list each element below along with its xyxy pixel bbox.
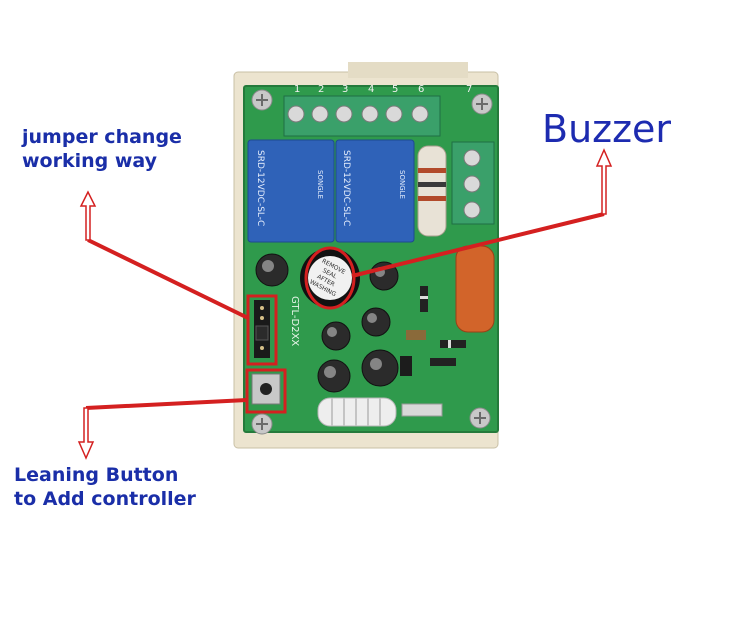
antenna-coil xyxy=(317,397,443,427)
terminal-number: 3 xyxy=(342,84,348,95)
relay-model: SRD-12VDC-SL-C xyxy=(341,150,351,226)
film-capacitor xyxy=(455,245,495,333)
small-components xyxy=(400,286,466,376)
terminal-number: 1 xyxy=(294,84,300,95)
arrow-up-icon xyxy=(595,148,613,215)
arrow-down-icon xyxy=(77,407,95,460)
button-callout-line xyxy=(85,398,248,410)
screw-top-left xyxy=(251,89,273,111)
buzzer-highlight-circle xyxy=(304,246,356,310)
buzzer-callout-line xyxy=(351,212,605,278)
jumper-annotation: jumper change working way xyxy=(22,126,182,174)
terminal-number: 2 xyxy=(318,84,324,95)
button-highlight-box xyxy=(245,368,287,414)
arrow-up-icon xyxy=(79,190,97,241)
learning-button-annotation-line: Leaning Button xyxy=(14,464,179,486)
relay-brand: SONGLE xyxy=(398,170,406,199)
relay-2: SONGLE SRD-12VDC-SL-C xyxy=(335,139,415,243)
relay-1: SONGLE SRD-12VDC-SL-C xyxy=(247,139,335,243)
relay-model: SRD-12VDC-SL-C xyxy=(255,150,265,226)
buzzer-component: REMOVE SEAL AFTER WASHING xyxy=(300,248,360,308)
terminal-block-top xyxy=(283,95,441,137)
buzzer-annotation: Buzzer xyxy=(542,107,672,151)
terminal-number: 5 xyxy=(392,84,398,95)
learning-button xyxy=(251,373,281,405)
learning-button-annotation-line: to Add controller xyxy=(14,487,196,510)
terminal-number: 6 xyxy=(418,84,424,95)
learning-button-annotation: Leaning Button to Add controller xyxy=(14,464,196,512)
pcb-code: GTL-D2XX xyxy=(289,296,300,346)
screw-bottom-right xyxy=(469,407,491,429)
screw-bottom-left xyxy=(251,413,273,435)
terminal-number: 4 xyxy=(368,84,374,95)
terminal-block-right xyxy=(451,141,495,225)
jumper-highlight-box xyxy=(246,294,278,366)
relay-brand: SONGLE xyxy=(316,170,324,199)
jumper-annotation-line: jumper change xyxy=(22,126,182,148)
jumper-header xyxy=(254,300,270,358)
power-resistor xyxy=(417,145,447,237)
terminal-number: 7 xyxy=(466,84,472,95)
jumper-annotation-line: working way xyxy=(22,149,158,172)
terminal-numbers: 1 2 3 4 5 6 7 xyxy=(294,84,472,95)
screw-top-right xyxy=(471,93,493,115)
jumper-callout-line xyxy=(87,238,249,320)
